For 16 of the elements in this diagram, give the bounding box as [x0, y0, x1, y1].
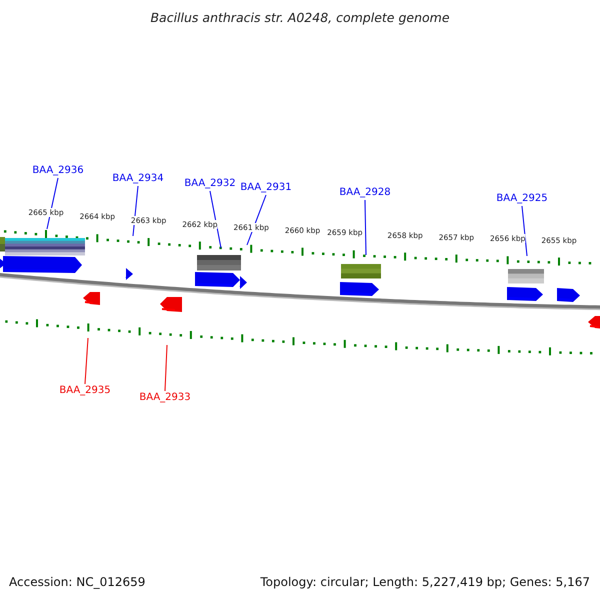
gene-label: BAA_2933 [139, 392, 191, 404]
gene-label: BAA_2936 [32, 165, 84, 177]
gene-label: BAA_2931 [240, 182, 292, 194]
gene-label: BAA_2928 [339, 187, 391, 199]
gene-label: BAA_2935 [59, 385, 111, 397]
genome-info-text: Topology: circular; Length: 5,227,419 bp; Genes: 5,167 [260, 575, 590, 589]
gene-label: BAA_2932 [184, 178, 236, 190]
leader-line [164, 344, 168, 392]
gene-label: BAA_2925 [496, 193, 548, 205]
accession-text: Accession: NC_012659 [9, 575, 146, 589]
leader-line [522, 206, 528, 256]
gene-label: BAA_2934 [112, 173, 164, 185]
leader-line [84, 338, 88, 384]
leader-line [210, 190, 222, 248]
leader-line [364, 200, 366, 256]
title: Bacillus anthracis str. A0248, complete genome [149, 10, 451, 25]
